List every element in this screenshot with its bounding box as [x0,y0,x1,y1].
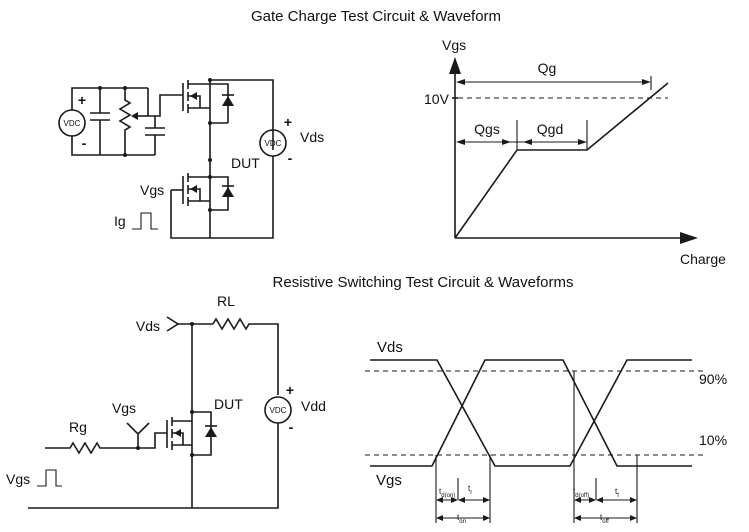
ig-label: Ig [114,213,126,229]
qgs-label: Qgs [474,121,500,137]
ten-volt-label: 10V [424,91,450,107]
mosfet-dut-top [182,170,234,238]
pot-wiper-arrow [131,112,138,120]
resistive-switching-title: Resistive Switching Test Circuit & Wavef… [273,274,574,291]
dut-label-top: DUT [231,155,260,171]
vds-label-top: Vds [300,129,324,145]
vdc-left-label: VDC [64,119,81,128]
resistive-switching-circuit: Vds RL VDC + - Vdd DUT Vgs Rg [6,293,326,509]
vgs-axis-label: Vgs [442,37,466,53]
vdd-plus: + [286,382,294,398]
potentiometer [118,88,132,155]
t-don-label: td(on) [439,487,455,499]
vdc-right-minus: - [288,150,293,166]
t-f-label: tf [615,487,619,499]
rl-label: RL [217,293,235,309]
vdc-left-minus: - [82,135,87,151]
t-r-label: tr [468,484,472,496]
vdd-vdc-label: VDC [270,406,287,415]
vgs-wave-label: Vgs [376,472,402,489]
vgs-pulse [37,469,62,487]
vdd-label: Vdd [301,398,326,414]
vgs-waveform [370,359,692,467]
t-off-label: toff [600,513,609,525]
gate-charge-waveform: Vgs Charge 10V Qg Qgs Qgd [424,37,726,267]
gate-charge-circuit: VDC + - VDC + - Vds [58,78,324,239]
vds-waveform [370,359,692,467]
vdc-left-plus: + [78,92,86,108]
qg-label: Qg [538,60,557,76]
vdd-minus: - [289,419,294,435]
vgs-label-top: Vgs [140,182,164,198]
rg-label: Rg [69,419,87,435]
ten-percent-label: 10% [699,432,727,448]
capacitor-1 [90,88,110,155]
vds-label-bottom: Vds [136,318,160,334]
left-source-wiring [71,87,155,156]
charge-axis-label: Charge [680,251,726,267]
vgs-charge-curve [454,82,669,239]
capacitor-2 [145,116,165,155]
t-on-label: ton [457,513,466,525]
vdc-right-label: VDC [265,139,282,148]
resistor-rg [45,432,167,455]
vds-wave-label: Vds [377,339,403,356]
gate-charge-title: Gate Charge Test Circuit & Waveform [251,8,501,25]
ig-pulse [132,212,158,230]
switching-waveforms: Vds Vgs 90% 10% td(on) tr ton [365,339,727,525]
gate-wire-top [147,88,183,117]
qgd-label: Qgd [537,121,563,137]
ninety-percent-label: 90% [699,371,727,387]
resistor-rl [212,317,279,395]
vdc-right-plus: + [284,114,292,130]
vgs-pulse-label: Vgs [6,471,30,487]
t-doff-label: td(off) [573,487,589,499]
vgs-probe-label: Vgs [112,400,136,416]
top-rail [210,79,274,150]
dut-label-bottom: DUT [214,396,243,412]
mosfet-top [182,80,234,124]
